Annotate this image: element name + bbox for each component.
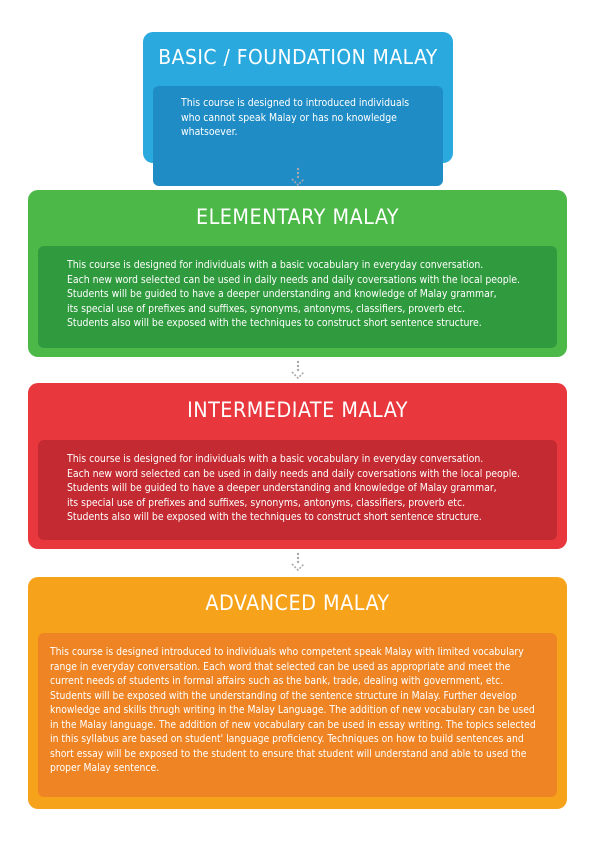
description-line: knowledge and skills thrugh writing in t… (50, 704, 535, 716)
elementary-malay-title: ELEMENTARY MALAY (195, 205, 400, 230)
description-line: Each new word selected can be used in da… (67, 273, 521, 286)
description-line: This course is designed to introduced in… (181, 97, 410, 109)
description-line: range in everyday conversation. Each wor… (50, 660, 511, 673)
description-line: short essay will be exposed to the stude… (50, 747, 527, 760)
down-arrow-icon (288, 552, 308, 574)
intermediate-malay-description: This course is designed for individuals … (38, 440, 557, 540)
advanced-malay-description: This course is designed introduced to in… (38, 633, 557, 797)
description-line: in the Malay language. The addition of n… (50, 718, 536, 731)
description-line: Students will be guided to have a deeper… (67, 288, 497, 300)
description-line: its special use of prefixes and suffixes… (67, 302, 466, 315)
basic-malay-title: BASIC / FOUNDATION MALAY (158, 45, 438, 69)
down-arrow-icon (288, 167, 308, 189)
description-line: in this syllabus are based on student' l… (50, 733, 524, 745)
description-line: Each new word selected can be used in da… (67, 467, 521, 480)
description-line: Students also will be exposed with the t… (67, 317, 482, 329)
intermediate-malay-title: INTERMEDIATE MALAY (187, 398, 408, 423)
down-arrow-icon (288, 360, 308, 382)
advanced-malay-title: ADVANCED MALAY (205, 591, 390, 616)
description-line: This course is designed introduced to in… (50, 646, 524, 658)
elementary-malay-description: This course is designed for individuals … (38, 246, 557, 348)
description-line: who cannot speak Malay or has no knowled… (181, 111, 397, 124)
description-line: Students will be guided to have a deeper… (67, 482, 497, 494)
advanced-malay-card: ADVANCED MALAY This course is designed i… (28, 577, 567, 809)
elementary-malay-card: ELEMENTARY MALAY This course is designed… (28, 190, 567, 357)
description-line: Students also will be exposed with the t… (67, 511, 482, 523)
description-line: whatsoever. (181, 126, 238, 138)
basic-malay-card: BASIC / FOUNDATION MALAY This course is … (143, 32, 453, 186)
description-line: This course is designed for individuals … (67, 259, 484, 271)
description-line: current needs of students in formal affa… (50, 675, 504, 687)
description-line: This course is designed for individuals … (67, 453, 484, 465)
description-line: Students will be exposed with the unders… (50, 689, 517, 702)
intermediate-malay-card: INTERMEDIATE MALAY This course is design… (28, 383, 567, 549)
description-line: its special use of prefixes and suffixes… (67, 496, 466, 509)
description-line: proper Malay sentence. (50, 762, 160, 774)
